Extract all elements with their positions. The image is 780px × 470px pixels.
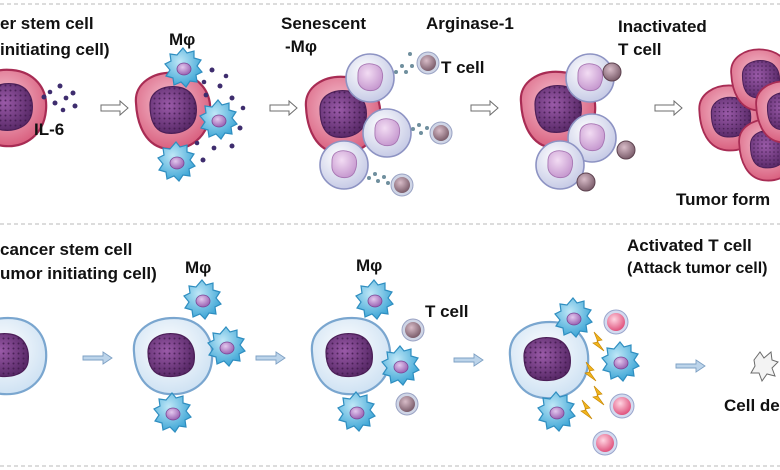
activated-t-cell-icon (592, 430, 618, 456)
top-tumor-initiating-cell-label: initiating cell) (0, 40, 110, 59)
tumor-cell (132, 316, 214, 396)
inactivated-t-cell-icon (616, 140, 636, 160)
dead-cell-icon (750, 351, 779, 383)
tumor-cell (310, 316, 392, 396)
bottom-macrophage-label-2: Mφ (356, 256, 383, 275)
activated-t-cell-icon (609, 393, 635, 419)
lightning-icon (580, 399, 593, 420)
macrophage-icon (381, 345, 420, 386)
t-cell-icon (401, 318, 425, 342)
activated-t-cell-icon (603, 309, 629, 335)
arrow-step2 (269, 100, 298, 116)
senescent-macrophage-icon (345, 53, 395, 103)
arrow-step4 (675, 359, 706, 373)
t-cell-icon (416, 51, 440, 75)
bottom-cancer-stem-cell-label: cancer stem cell (0, 240, 133, 259)
t-cell-icon (390, 173, 414, 197)
t-cell-icon (395, 392, 419, 416)
il6-molecules (41, 83, 78, 113)
top-panel (0, 47, 780, 197)
cell-death-label: Cell de (724, 396, 780, 415)
senescent-macrophage-icon (319, 140, 369, 190)
arrow-step4 (654, 100, 683, 116)
arrow-step1 (100, 100, 129, 116)
senescent-macrophage-label: -Mφ (285, 37, 317, 56)
macrophage-icon (337, 391, 376, 432)
top-cancer-stem-cell-label: er stem cell (0, 14, 94, 33)
senescent-label: Senescent (281, 14, 367, 33)
arrow-step1 (82, 351, 113, 365)
macrophage-icon (537, 391, 576, 432)
tumor-cell-with-il6 (134, 71, 212, 151)
macrophage-icon (355, 279, 394, 320)
arrow-step3 (470, 100, 499, 116)
il6-label: IL-6 (34, 120, 65, 139)
macrophage-label: Mφ (169, 30, 196, 49)
macrophage-icon (183, 279, 222, 320)
senescent-macrophage-icon (362, 108, 412, 158)
bottom-tumor-initiating-cell-label: umor initiating cell) (0, 264, 157, 283)
arginase-molecules (367, 52, 429, 185)
tumor-formation-cluster (698, 48, 780, 182)
arrow-step3 (453, 353, 484, 367)
inactivated-t-cell-icon (576, 172, 596, 192)
tumor-formation-label: Tumor form (676, 190, 771, 209)
inactivated-t-cell-icon (602, 62, 622, 82)
t-cell-icon (429, 121, 453, 145)
arginase-label: Arginase-1 (426, 14, 514, 33)
inactivated-t-cell-label: T cell (618, 40, 662, 59)
top-t-cell-label: T cell (441, 58, 485, 77)
bottom-t-cell-label: T cell (425, 302, 469, 321)
bottom-panel (0, 279, 779, 456)
cancer-stem-cell (0, 316, 48, 396)
attack-tumor-cell-label: (Attack tumor cell) (627, 260, 768, 277)
macrophage-icon (157, 141, 196, 182)
il6-molecules (194, 67, 246, 163)
activated-t-cell-label: Activated T cell (627, 236, 752, 255)
arrow-step2 (255, 351, 286, 365)
lightning-icon (592, 385, 605, 406)
macrophage-icon (207, 326, 246, 367)
macrophage-icon (199, 99, 238, 140)
inactivated-label: Inactivated (618, 17, 707, 36)
lightning-icon (592, 331, 605, 352)
macrophage-icon (601, 341, 640, 382)
macrophage-icon (153, 392, 192, 433)
bottom-macrophage-label-1: Mφ (185, 258, 212, 277)
